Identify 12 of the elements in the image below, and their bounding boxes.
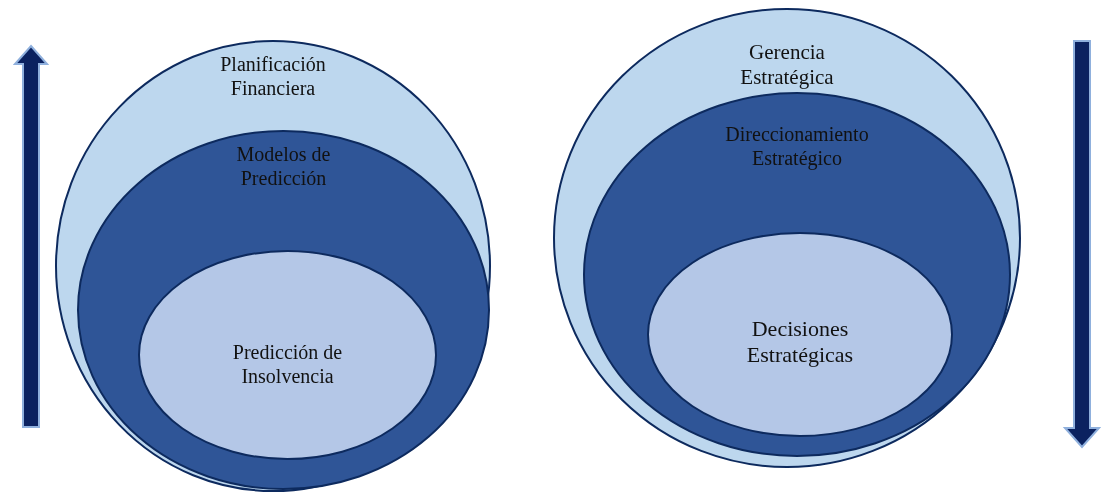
circle-label: Decisiones Estratégicas (745, 316, 855, 369)
circle-label: Predicción de Insolvencia (231, 340, 344, 388)
circle-label: Planificación Financiera (219, 52, 327, 100)
nested-circle (553, 8, 1021, 468)
nested-circle (583, 92, 1011, 457)
nested-circle (647, 232, 953, 437)
circle-label: Modelos de Predicción (235, 142, 332, 190)
circle-label: Direccionamiento Estratégico (724, 122, 870, 170)
nested-circle (55, 40, 491, 492)
circle-label: Gerencia Estratégica (739, 40, 835, 91)
nested-circle (77, 130, 490, 490)
nested-circle (138, 250, 437, 460)
